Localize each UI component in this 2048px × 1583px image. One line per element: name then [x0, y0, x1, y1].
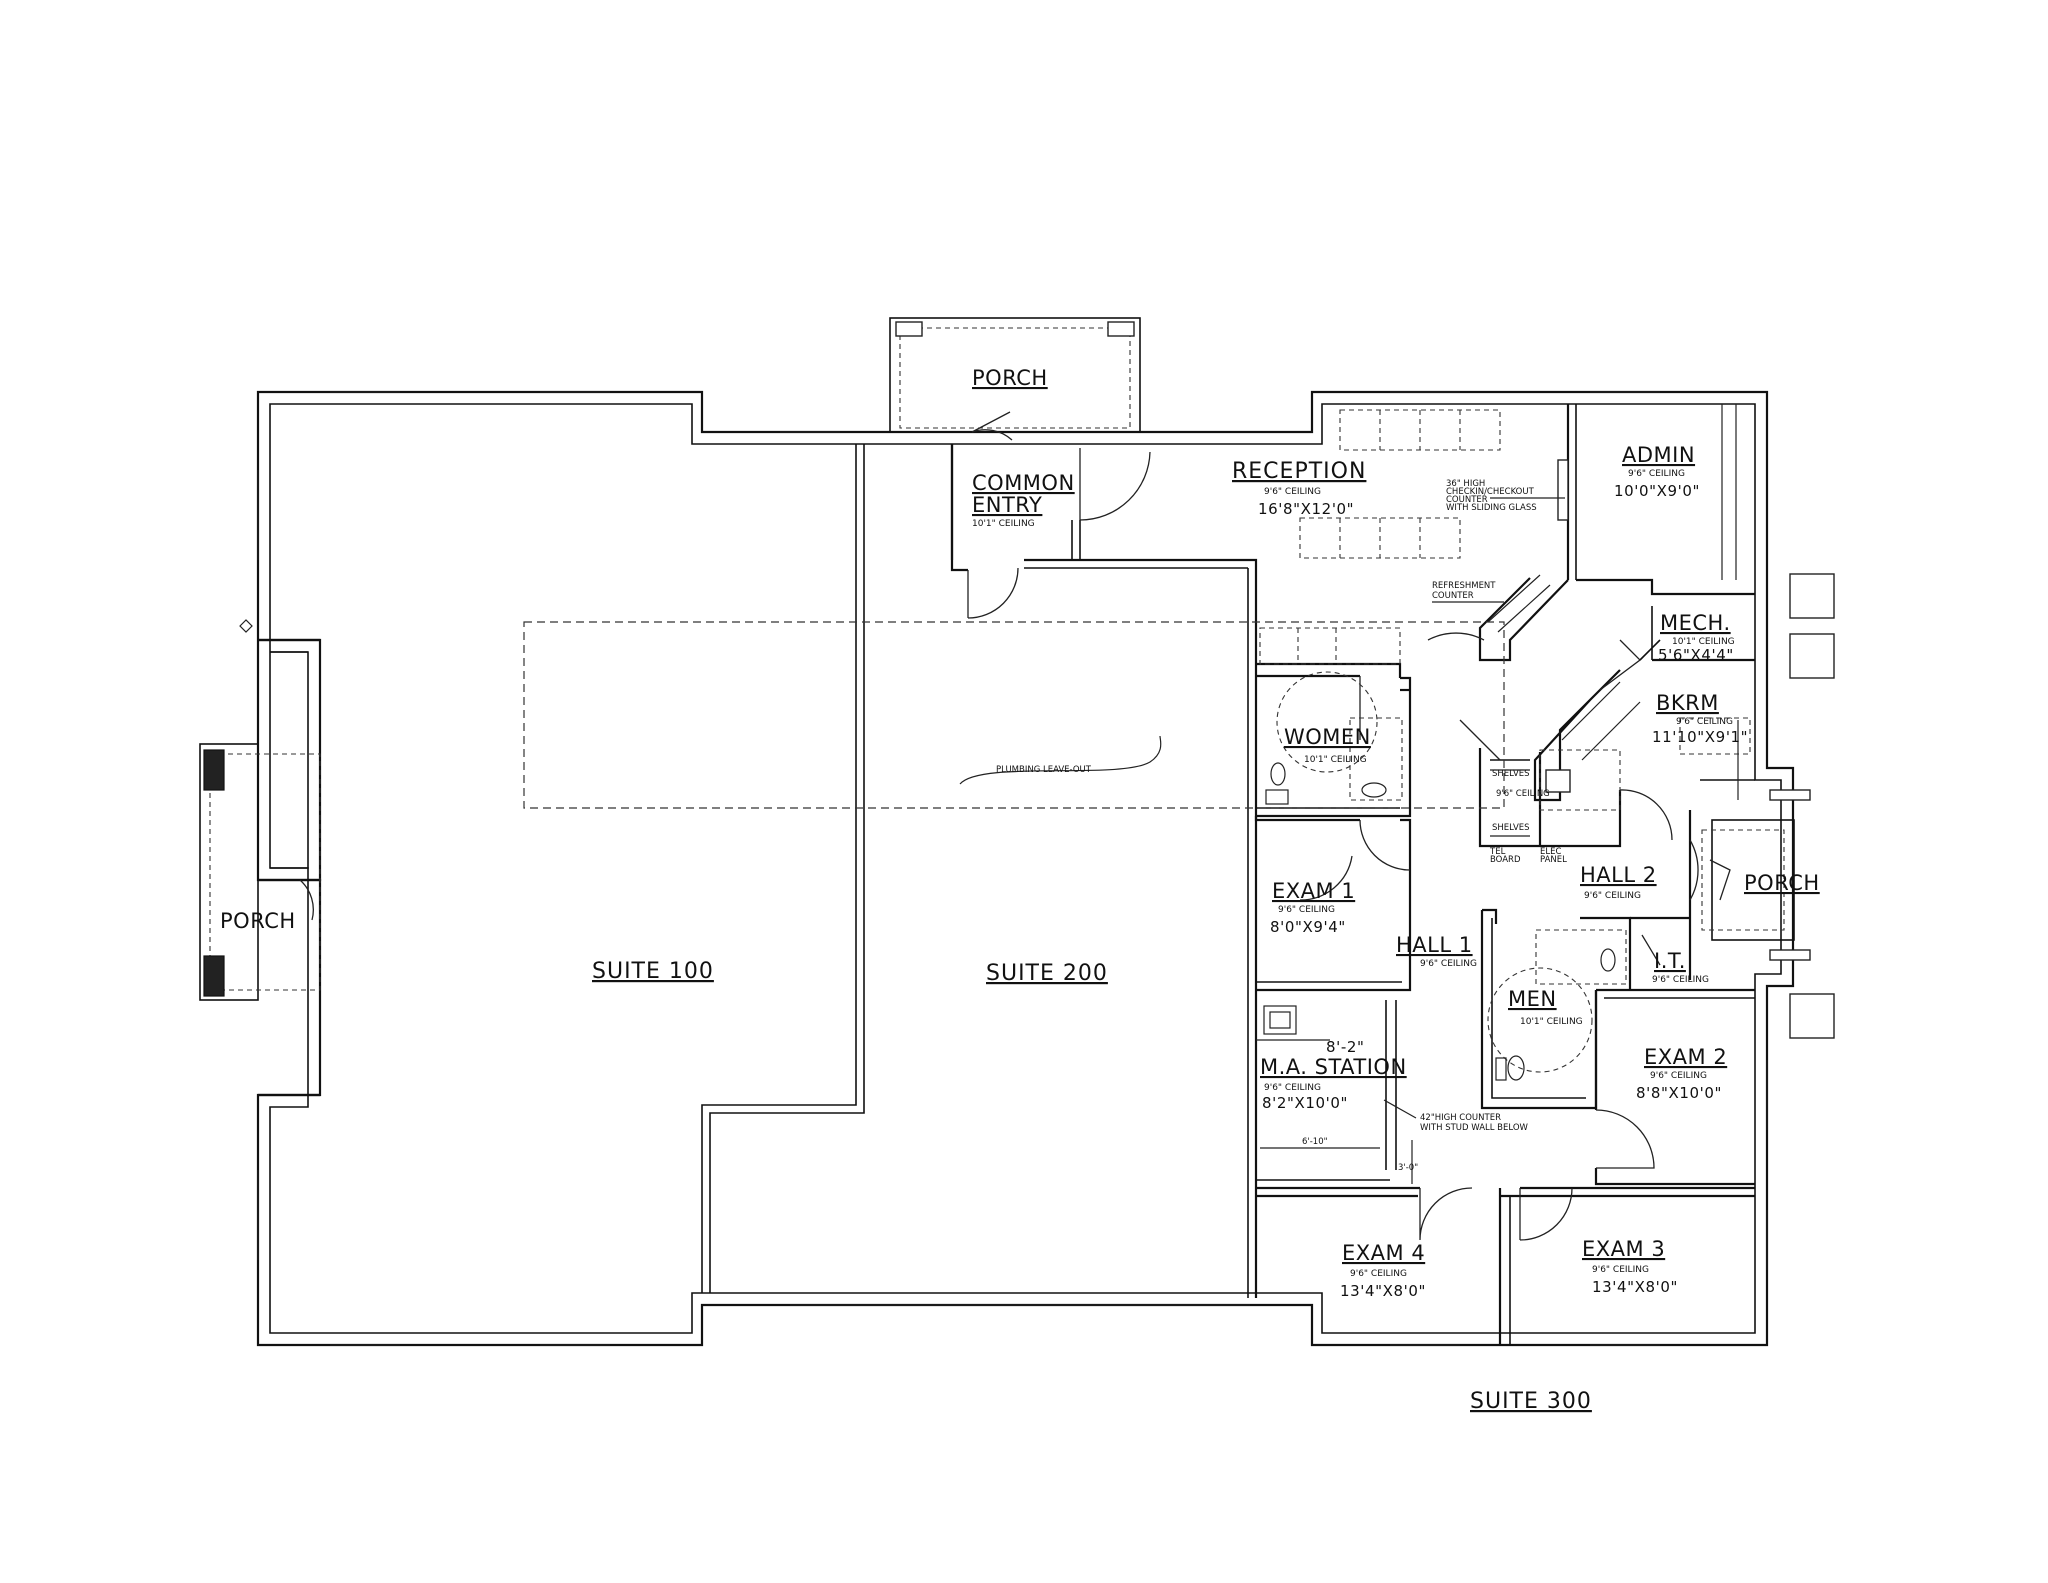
suite-200-label: SUITE 200 — [986, 961, 1108, 986]
hall1-ceiling: 9'6" CEILING — [1420, 959, 1477, 969]
refreshment-label-2: COUNTER — [1432, 591, 1474, 601]
checkout-note-2: CHECKIN/CHECKOUT — [1446, 487, 1535, 497]
men-ceiling: 10'1" CEILING — [1520, 1017, 1583, 1027]
suite-labels: SUITE 100 SUITE 200 SUITE 300 — [592, 959, 1592, 1414]
mech-label: MECH. — [1660, 611, 1731, 635]
it-label: I.T. — [1654, 949, 1686, 973]
ac-unit — [1789, 633, 1835, 679]
mech-size: 5'6"X4'4" — [1658, 646, 1734, 664]
exam4-size: 13'4"X8'0" — [1340, 1282, 1426, 1300]
admin-ceiling: 9'6" CEILING — [1628, 469, 1685, 479]
ma-station-size: 8'2"X10'0" — [1262, 1094, 1348, 1112]
admin-label: ADMIN — [1622, 443, 1695, 467]
ma-station-ceiling: 9'6" CEILING — [1264, 1083, 1321, 1093]
plumbing-leave-out-label: PLUMBING LEAVE-OUT — [996, 765, 1092, 775]
hall2-ceiling: 9'6" CEILING — [1584, 891, 1641, 901]
women-label: WOMEN — [1284, 725, 1371, 749]
doors — [299, 411, 1731, 1241]
hall2-label: HALL 2 — [1580, 863, 1657, 887]
porch-left: PORCH — [199, 743, 321, 1001]
porch-left-label: PORCH — [220, 909, 296, 933]
exam3-label: EXAM 3 — [1582, 1237, 1665, 1261]
exam2-size: 8'8"X10'0" — [1636, 1084, 1722, 1102]
shelves-bottom-label: SHELVES — [1492, 823, 1530, 833]
exam1-size: 8'0"X9'4" — [1270, 918, 1346, 936]
checkout-note-3: COUNTER — [1446, 495, 1488, 505]
reception-ceiling: 9'6" CEILING — [1264, 487, 1321, 497]
room-labels: COMMON ENTRY 10'1" CEILING RECEPTION 9'6… — [972, 443, 1748, 1300]
ma-station-label: M.A. STATION — [1260, 1055, 1407, 1079]
elec-panel-label: ELEC — [1540, 847, 1561, 857]
it-ceiling: 9'6" CEILING — [1652, 975, 1709, 985]
reception-label: RECEPTION — [1232, 459, 1366, 484]
exam1-label: EXAM 1 — [1272, 879, 1355, 903]
exam3-size: 13'4"X8'0" — [1592, 1278, 1678, 1296]
counter-note-2: WITH STUD WALL BELOW — [1420, 1123, 1529, 1133]
dim-3-0: 3'-0" — [1398, 1163, 1418, 1173]
dim-8-2: 8'-2" — [1326, 1038, 1365, 1056]
refreshment-label: REFRESHMENT — [1432, 581, 1496, 591]
bkrm-label: BKRM — [1656, 691, 1719, 715]
suite-100-label: SUITE 100 — [592, 959, 714, 984]
tel-board-label-2: BOARD — [1490, 855, 1521, 865]
elec-panel-label-2: PANEL — [1540, 855, 1567, 865]
common-entry-label-line2: ENTRY — [972, 493, 1042, 517]
exam2-label: EXAM 2 — [1644, 1045, 1727, 1069]
exam3-ceiling: 9'6" CEILING — [1592, 1265, 1649, 1275]
ac-unit — [1789, 573, 1835, 619]
exterior-walls — [256, 390, 1795, 1347]
porch-top: PORCH — [889, 317, 1141, 433]
men-label: MEN — [1508, 987, 1557, 1011]
dim-6-10: 6'-10" — [1302, 1137, 1328, 1147]
bkrm-size: 11'10"X9'1" — [1652, 728, 1748, 746]
bkrm-ceiling: 9'6" CEILING — [1676, 717, 1733, 727]
exam4-ceiling: 9'6" CEILING — [1350, 1269, 1407, 1279]
women-ceiling: 10'1" CEILING — [1304, 755, 1367, 765]
porch-top-label: PORCH — [972, 366, 1048, 390]
exam1-ceiling: 9'6" CEILING — [1278, 905, 1335, 915]
shelves-ceiling: 9'6" CEILING — [1496, 789, 1550, 799]
checkout-note: 36" HIGH — [1446, 479, 1485, 489]
counter-note: 42"HIGH COUNTER — [1420, 1113, 1501, 1123]
suite-300-label: SUITE 300 — [1470, 1389, 1592, 1414]
checkout-note-4: WITH SLIDING GLASS — [1446, 503, 1537, 513]
survey-marker-icon — [239, 619, 253, 633]
common-entry-ceiling: 10'1" CEILING — [972, 519, 1035, 529]
tel-board-label: TEL — [1489, 847, 1506, 857]
ac-unit — [1789, 993, 1835, 1039]
mech-ceiling: 10'1" CEILING — [1672, 637, 1735, 647]
fixtures — [523, 409, 1751, 1184]
porch-right-label: PORCH — [1744, 871, 1820, 895]
hall1-label: HALL 1 — [1396, 933, 1473, 957]
admin-size: 10'0"X9'0" — [1614, 482, 1700, 500]
exam4-label: EXAM 4 — [1342, 1241, 1425, 1265]
reception-size: 16'8"X12'0" — [1258, 500, 1354, 518]
exam2-ceiling: 9'6" CEILING — [1650, 1071, 1707, 1081]
common-entry-label: COMMON — [972, 471, 1075, 495]
shelves-top-label: SHELVES — [1492, 769, 1530, 779]
porch-right: PORCH — [1701, 789, 1820, 961]
